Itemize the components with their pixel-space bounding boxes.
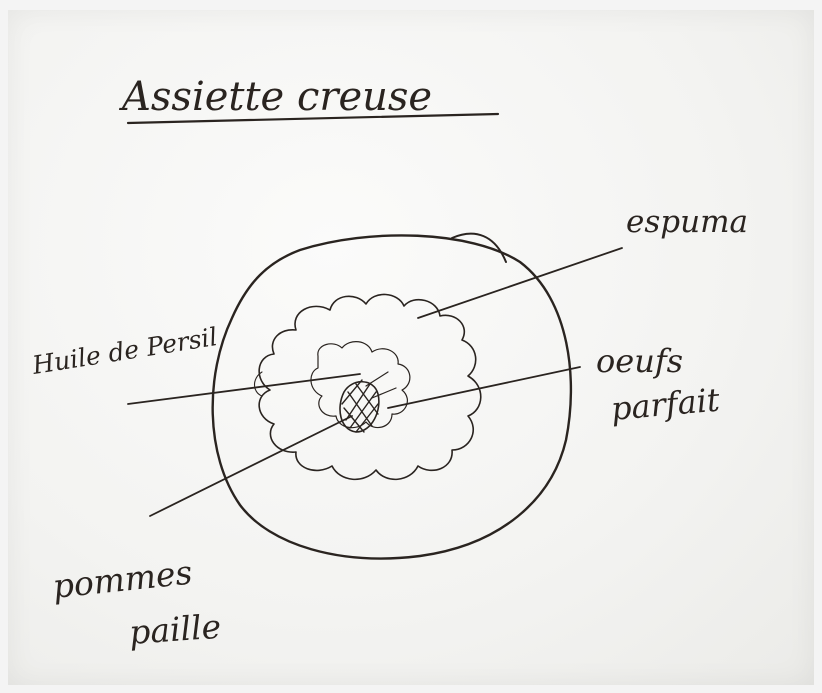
label-huile-de-persil: Huile de Persil — [29, 322, 219, 380]
pointer-line-huile — [128, 374, 360, 404]
bowl-rim-stroke — [452, 234, 506, 262]
espuma-detail-left — [255, 372, 263, 396]
label-oeufs: oeufs — [596, 342, 683, 380]
espuma-cloud — [259, 294, 481, 479]
egg-center-scribble — [340, 372, 396, 432]
sketch-title: Assiette creuse — [118, 74, 432, 120]
label-paille: paille — [128, 607, 222, 652]
pointer-line-espuma — [418, 248, 622, 318]
pointer-line-pommes — [150, 416, 352, 516]
label-parfait: parfait — [609, 381, 721, 428]
pointer-line-oeufs — [388, 367, 580, 408]
label-espuma: espuma — [626, 204, 748, 240]
label-pommes: pommes — [51, 553, 194, 606]
